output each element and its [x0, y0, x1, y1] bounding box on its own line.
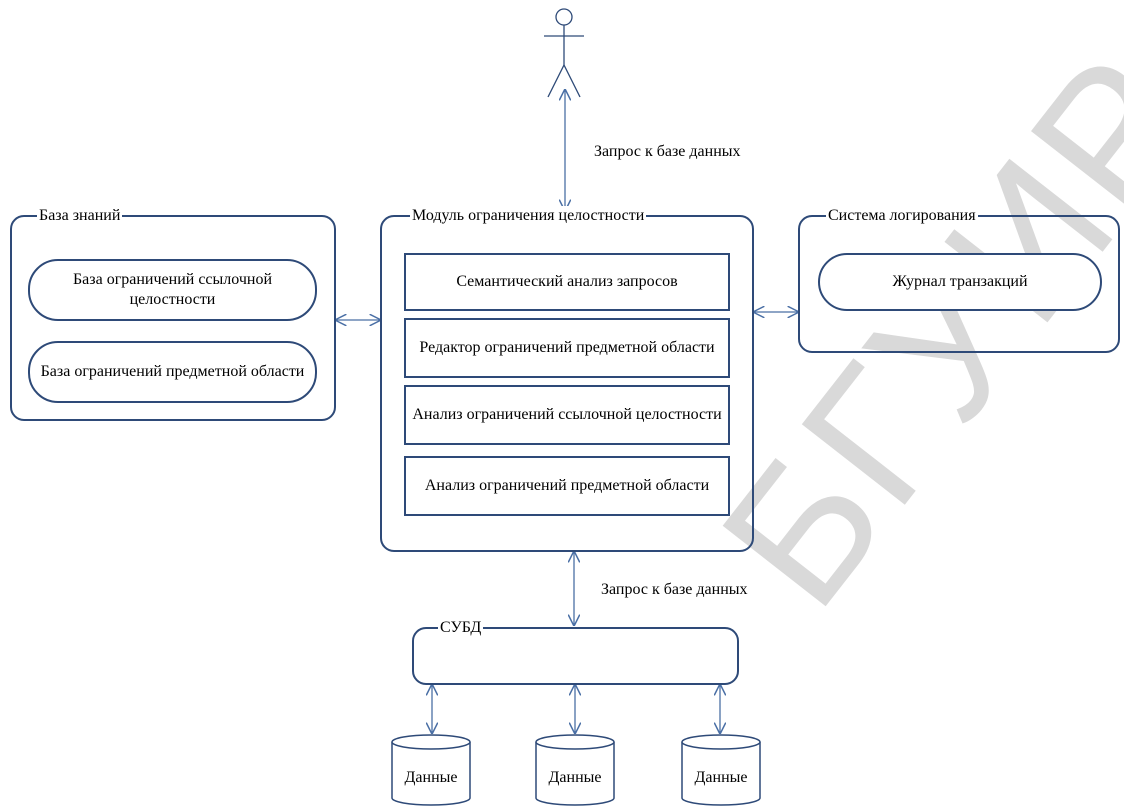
module-block-domain-editor: Редактор ограничений предметной области: [404, 318, 730, 378]
logging-system-group: Система логирования: [798, 206, 1120, 353]
logging-item-transaction-log: Журнал транзакций: [818, 253, 1102, 311]
knowledge-base-item-1: База ограничений ссылочной целостности: [28, 259, 317, 321]
integrity-module-title: Модуль ограничения целостности: [410, 206, 647, 226]
integrity-module-group: Модуль ограничения целостности: [380, 206, 754, 552]
knowledge-base-item-2: База ограничений предметной области: [28, 341, 317, 403]
data-store-cylinder-1: [391, 734, 471, 806]
module-block-referential-analysis: Анализ ограничений ссылочной целостности: [404, 385, 730, 445]
data-store-cylinder-2: [535, 734, 615, 806]
module-block-semantic-analysis: Семантический анализ запросов: [404, 253, 730, 311]
data-store-label-2: Данные: [548, 769, 602, 786]
dbms-block: СУБД: [412, 618, 739, 685]
logging-system-title: Система логирования: [826, 206, 978, 226]
module-block-domain-analysis: Анализ ограничений предметной области: [404, 456, 730, 516]
knowledge-base-title: База знаний: [37, 206, 123, 226]
knowledge-base-group: База знаний: [10, 206, 336, 421]
stick-figure-user-icon: [544, 8, 584, 98]
query-label-top: Запрос к базе данных: [594, 143, 741, 160]
dbms-title: СУБД: [438, 618, 484, 638]
data-store-cylinder-3: [681, 734, 761, 806]
query-label-bottom: Запрос к базе данных: [601, 581, 748, 598]
data-store-label-3: Данные: [694, 769, 748, 786]
data-store-label-1: Данные: [404, 769, 458, 786]
